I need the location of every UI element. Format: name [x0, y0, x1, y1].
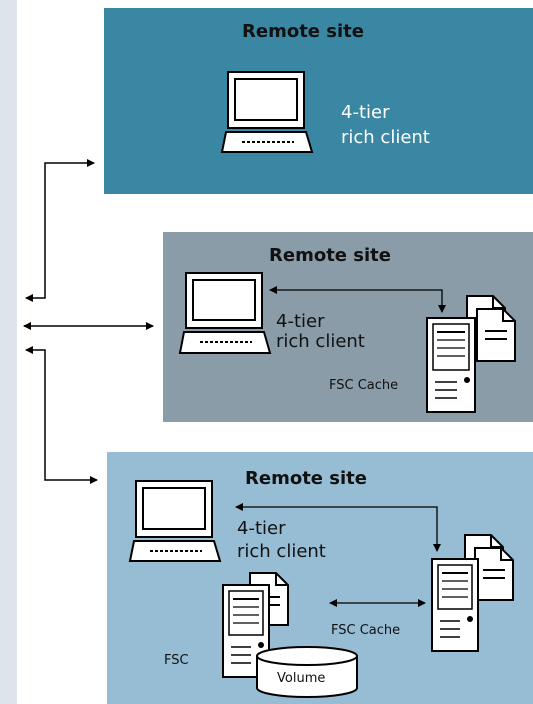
site-title: Remote site — [269, 245, 391, 266]
fsc-label: FSC — [164, 653, 189, 668]
client-label-line2: rich client — [237, 541, 326, 562]
server-icon — [222, 584, 270, 678]
arrow-icon — [269, 286, 446, 313]
documents-icon — [466, 295, 516, 362]
volume-label: Volume — [277, 671, 326, 686]
site-title: Remote site — [242, 21, 364, 42]
laptop-icon — [178, 272, 272, 354]
fsc-cache-label: FSC Cache — [331, 623, 401, 638]
client-label-line1: 4-tier — [341, 102, 390, 123]
site-title: Remote site — [245, 468, 367, 489]
server-icon — [426, 317, 476, 413]
server-icon — [431, 558, 479, 652]
client-label-line2: rich client — [276, 331, 365, 352]
laptop-icon — [220, 71, 314, 153]
arrow-icon — [235, 503, 441, 552]
remote-site-1: Remote site 4-tier rich client — [104, 8, 533, 194]
volume-icon — [256, 646, 358, 698]
arrow-icon — [23, 159, 154, 484]
client-label-line1: 4-tier — [237, 518, 286, 539]
client-label-line2: rich client — [341, 127, 430, 148]
client-label-line1: 4-tier — [276, 311, 325, 332]
left-sidebar-strip — [0, 0, 17, 704]
fsc-cache-label: FSC Cache — [329, 378, 399, 393]
laptop-icon — [128, 480, 222, 562]
